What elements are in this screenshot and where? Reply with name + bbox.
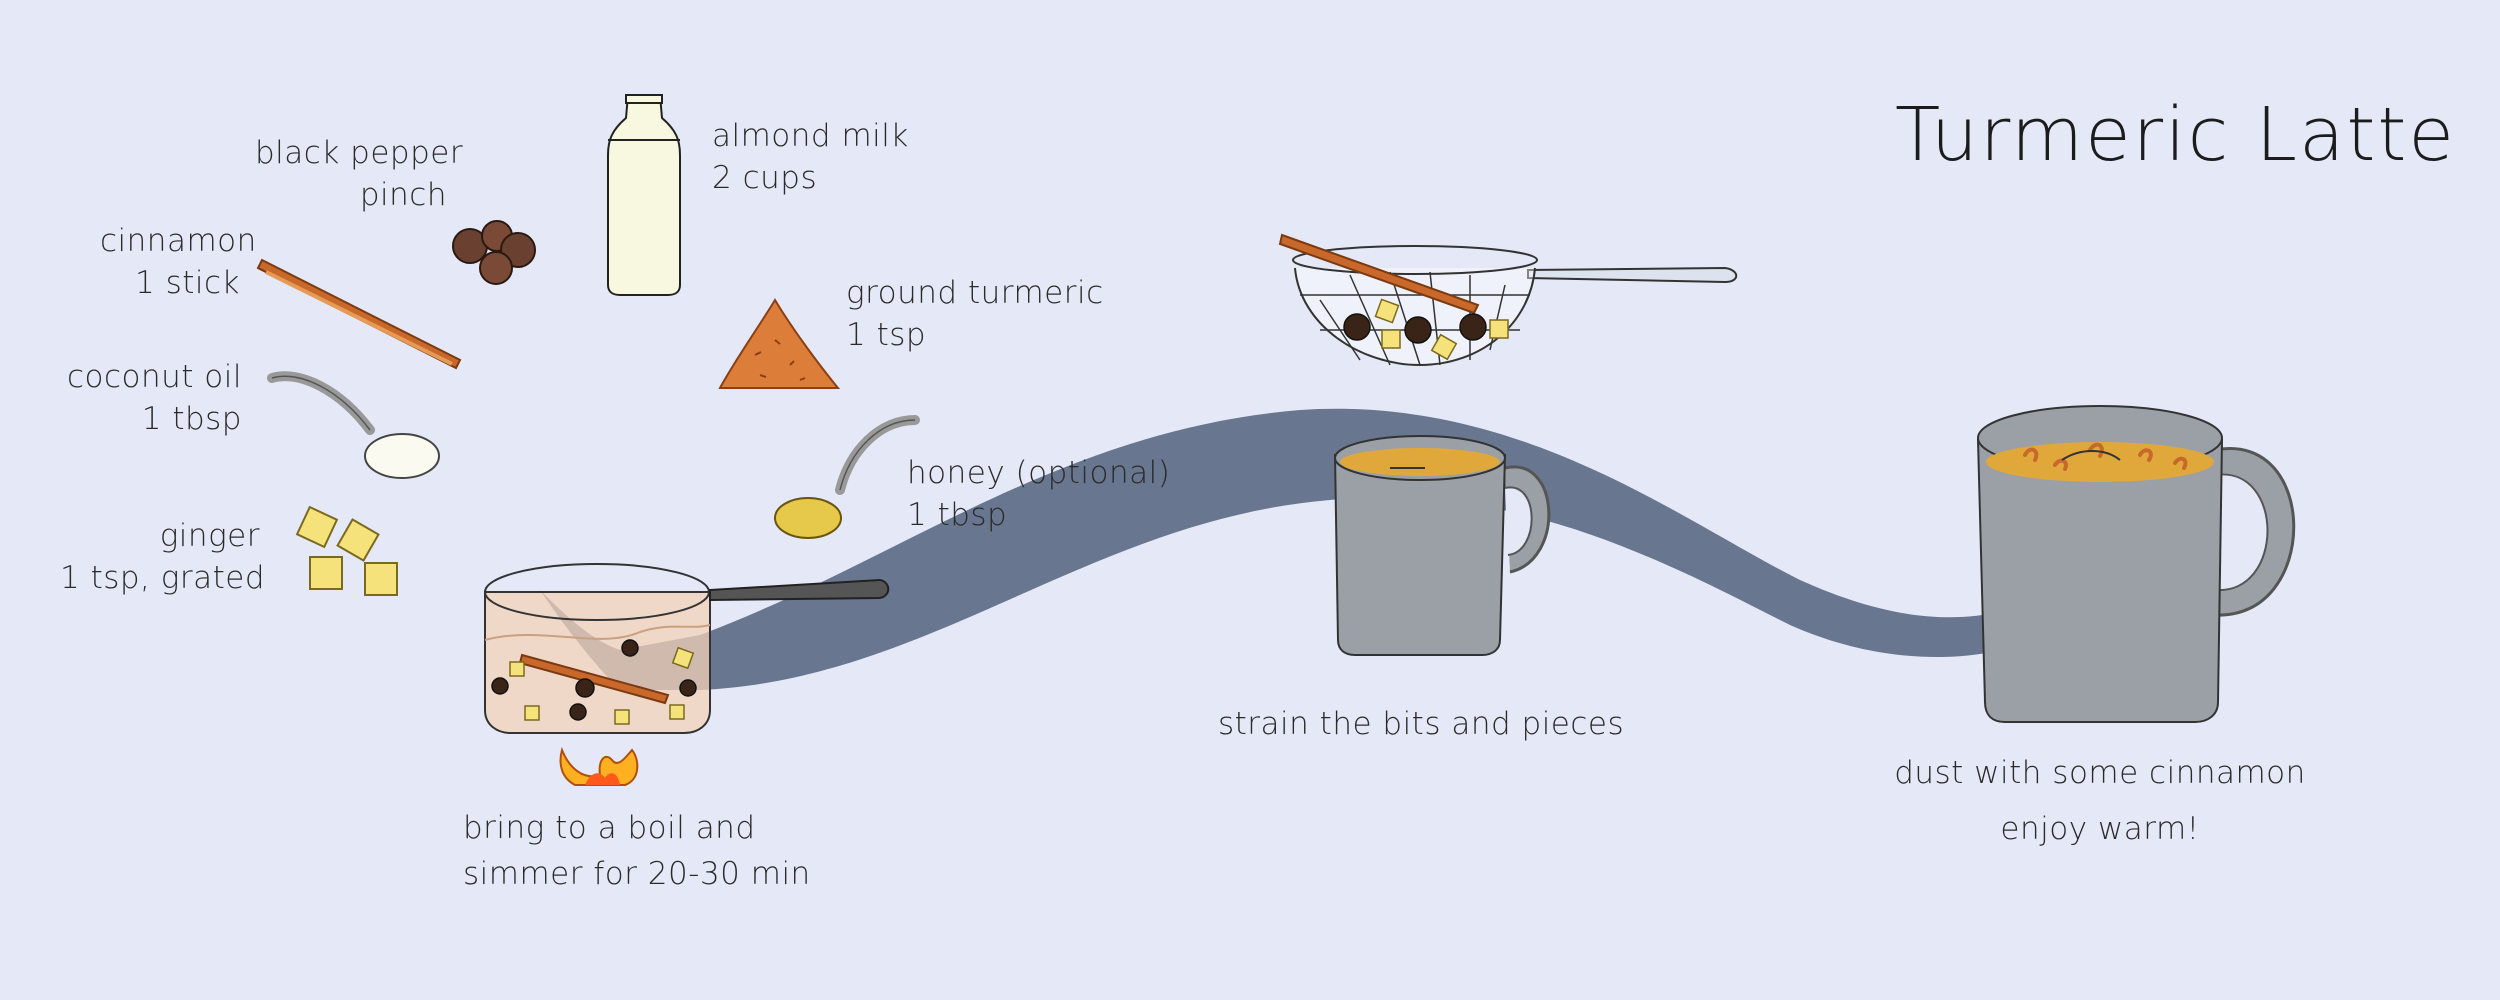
step-boil-line2: simmer for 20-30 min xyxy=(463,856,811,892)
strained-mug-icon xyxy=(1333,435,1551,656)
almond-milk-amount: 2 cups xyxy=(712,160,818,196)
almond-milk-label: almond milk 2 cups xyxy=(712,115,909,199)
cinnamon-stick-icon xyxy=(256,258,462,370)
cinnamon-label: cinnamon 1 stick xyxy=(100,220,257,304)
flame-icon xyxy=(559,746,639,786)
coconut-oil-amount: 1 tbsp xyxy=(141,401,242,437)
cinnamon-amount: 1 stick xyxy=(135,265,240,301)
honey-spoon-icon xyxy=(774,415,920,539)
ground-turmeric-name: ground turmeric xyxy=(846,275,1104,311)
black-pepper-amount: pinch xyxy=(359,177,447,213)
black-pepper-name: black pepper xyxy=(255,135,464,171)
cinnamon-name: cinnamon xyxy=(100,223,257,259)
coconut-oil-name: coconut oil xyxy=(66,359,242,395)
step-serve-label: dust with some cinnamon enjoy warm! xyxy=(1880,745,2320,857)
ginger-label: ginger 1 tsp, grated xyxy=(60,515,266,599)
ginger-amount: 1 tsp, grated xyxy=(60,560,266,596)
coconut-oil-label: coconut oil 1 tbsp xyxy=(60,356,242,440)
step-strain-label: strain the bits and pieces xyxy=(1218,703,1624,745)
black-pepper-icon xyxy=(452,220,536,285)
step-strain-line1: strain the bits and pieces xyxy=(1218,706,1625,742)
almond-milk-name: almond milk xyxy=(712,118,909,154)
ground-turmeric-amount: 1 tsp xyxy=(846,317,927,353)
honey-label: honey (optional) 1 tbsp xyxy=(907,452,1170,536)
step-boil-label: bring to a boil and simmer for 20-30 min xyxy=(463,805,811,897)
simmering-pot-icon xyxy=(484,563,890,734)
final-mug-icon xyxy=(1976,405,2296,723)
step-serve-line2: enjoy warm! xyxy=(2000,811,2200,847)
turmeric-pile-icon xyxy=(718,298,841,389)
black-pepper-label: black pepper pinch xyxy=(255,132,464,216)
step-boil-line1: bring to a boil and xyxy=(463,810,756,846)
honey-name: honey (optional) xyxy=(907,455,1171,491)
ginger-name: ginger xyxy=(159,518,260,554)
coconut-oil-spoon-icon xyxy=(267,371,440,479)
almond-milk-bottle-icon xyxy=(607,94,681,296)
ground-turmeric-label: ground turmeric 1 tsp xyxy=(846,272,1104,356)
page-title: Turmeric Latte xyxy=(1895,92,2456,178)
strainer-icon xyxy=(1278,233,1738,367)
flow-ribbon xyxy=(540,408,2000,690)
honey-amount: 1 tbsp xyxy=(907,497,1008,533)
step-serve-line1: dust with some cinnamon xyxy=(1894,755,2306,791)
ginger-cubes-icon xyxy=(295,505,398,596)
